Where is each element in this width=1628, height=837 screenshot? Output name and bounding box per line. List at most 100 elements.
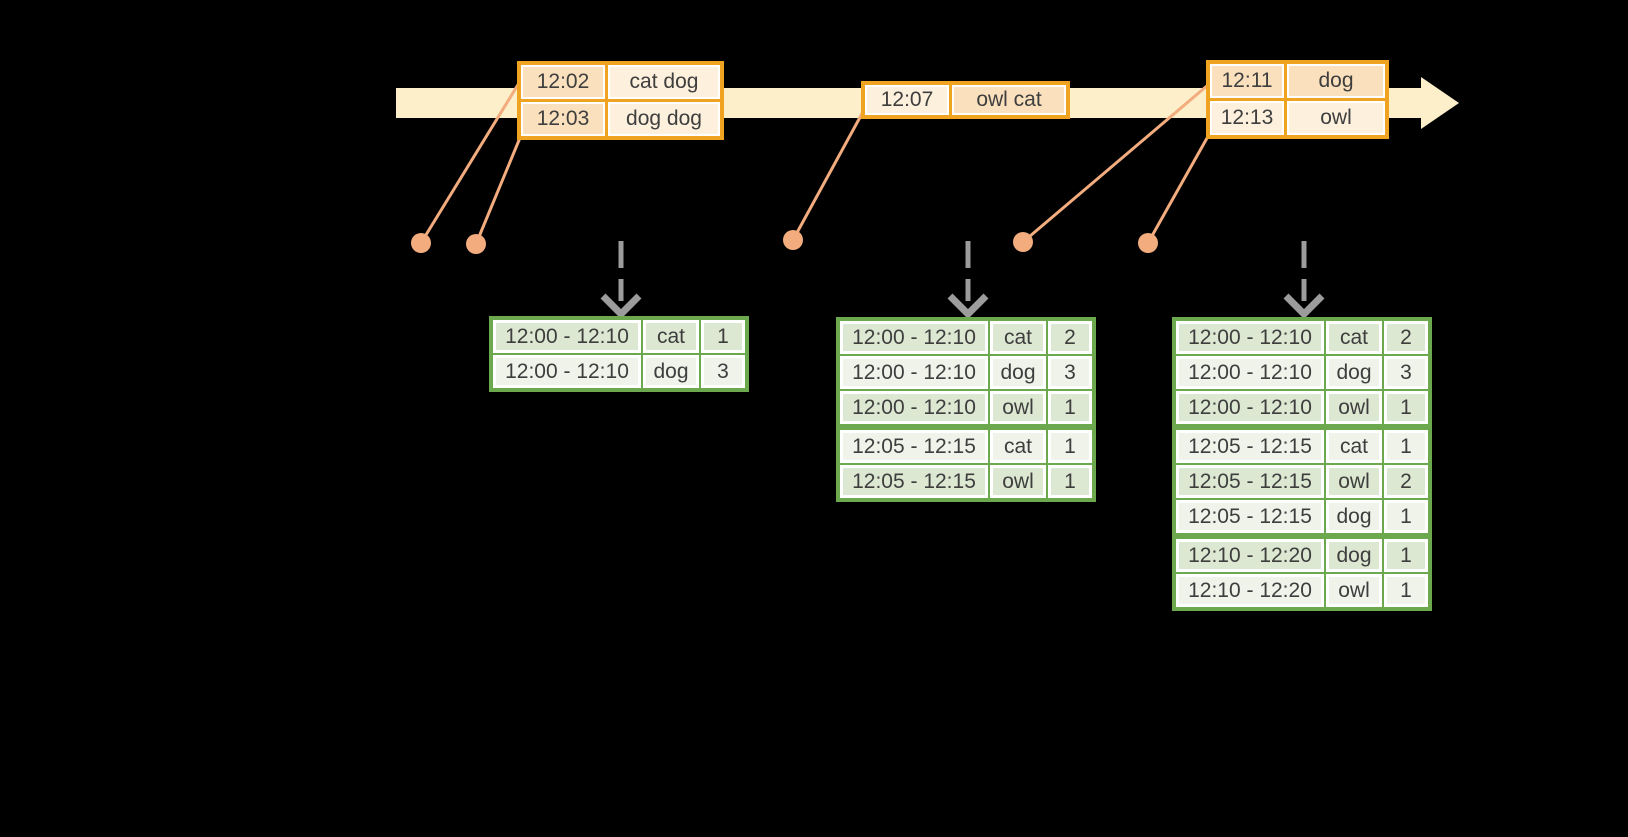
count-cell: 1 <box>1382 533 1431 574</box>
word-cell: owl <box>1324 572 1384 610</box>
word-cell: cat <box>988 424 1048 465</box>
event-words-cell: dog dog <box>605 99 724 140</box>
window-cell: 12:00 - 12:10 <box>490 353 643 391</box>
event-link-lines <box>419 82 1213 245</box>
window-cell: 12:00 - 12:10 <box>837 318 990 356</box>
word-cell: dog <box>1324 533 1384 574</box>
count-cell: 3 <box>1046 354 1095 391</box>
window-cell: 12:05 - 12:15 <box>837 463 990 501</box>
window-cell: 12:00 - 12:10 <box>1173 318 1326 356</box>
event-link-line <box>791 109 866 241</box>
event-words-cell: dog <box>1284 60 1389 101</box>
window-cell: 12:05 - 12:15 <box>1173 463 1326 500</box>
count-cell: 2 <box>1046 318 1095 356</box>
event-link-line <box>474 132 524 245</box>
trigger-arrowhead <box>1283 293 1325 319</box>
word-cell: cat <box>1324 424 1384 465</box>
word-cell: owl <box>1324 463 1384 500</box>
count-cell: 3 <box>1382 354 1431 391</box>
window-cell: 12:05 - 12:15 <box>1173 498 1326 537</box>
word-cell: dog <box>641 353 701 391</box>
event-dot <box>411 233 431 253</box>
count-cell: 1 <box>1382 424 1431 465</box>
window-cell: 12:00 - 12:10 <box>837 354 990 391</box>
word-cell: dog <box>988 354 1048 391</box>
window-cell: 12:10 - 12:20 <box>1173 533 1326 574</box>
event-time-cell: 12:13 <box>1206 98 1287 139</box>
count-cell: 1 <box>1382 498 1431 537</box>
word-cell: cat <box>1324 318 1384 356</box>
window-cell: 12:05 - 12:15 <box>1173 424 1326 465</box>
word-cell: cat <box>641 317 701 355</box>
trigger-arrowhead <box>600 293 642 319</box>
window-cell: 12:00 - 12:10 <box>837 389 990 428</box>
event-time-cell: 12:02 <box>517 61 608 102</box>
event-link-line <box>1146 130 1213 244</box>
count-cell: 1 <box>1382 572 1431 610</box>
event-time-cell: 12:03 <box>517 99 608 140</box>
event-link-line <box>419 82 521 244</box>
event-dot <box>783 230 803 250</box>
count-cell: 1 <box>699 317 748 355</box>
word-cell: owl <box>1324 389 1384 428</box>
window-cell: 12:00 - 12:10 <box>1173 354 1326 391</box>
event-dot <box>1013 232 1033 252</box>
event-words-cell: owl <box>1284 98 1389 139</box>
window-cell: 12:00 - 12:10 <box>1173 389 1326 428</box>
word-cell: dog <box>1324 498 1384 537</box>
event-words-cell: cat dog <box>605 61 724 102</box>
trigger-arrows <box>600 241 1325 319</box>
count-cell: 1 <box>1382 389 1431 428</box>
window-cell: 12:00 - 12:10 <box>490 317 643 355</box>
event-time-cell: 12:11 <box>1206 60 1287 101</box>
event-dot <box>466 234 486 254</box>
event-dot <box>1138 233 1158 253</box>
event-words-cell: owl cat <box>949 81 1070 119</box>
event-link-line <box>1022 83 1209 244</box>
count-cell: 2 <box>1382 463 1431 500</box>
word-cell: cat <box>988 318 1048 356</box>
word-cell: owl <box>988 463 1048 501</box>
count-cell: 2 <box>1382 318 1431 356</box>
count-cell: 3 <box>699 353 748 391</box>
count-cell: 1 <box>1046 424 1095 465</box>
window-cell: 12:10 - 12:20 <box>1173 572 1326 610</box>
trigger-arrowhead <box>947 293 989 319</box>
count-cell: 1 <box>1046 463 1095 501</box>
word-cell: dog <box>1324 354 1384 391</box>
word-cell: owl <box>988 389 1048 428</box>
event-dots <box>411 230 1158 254</box>
